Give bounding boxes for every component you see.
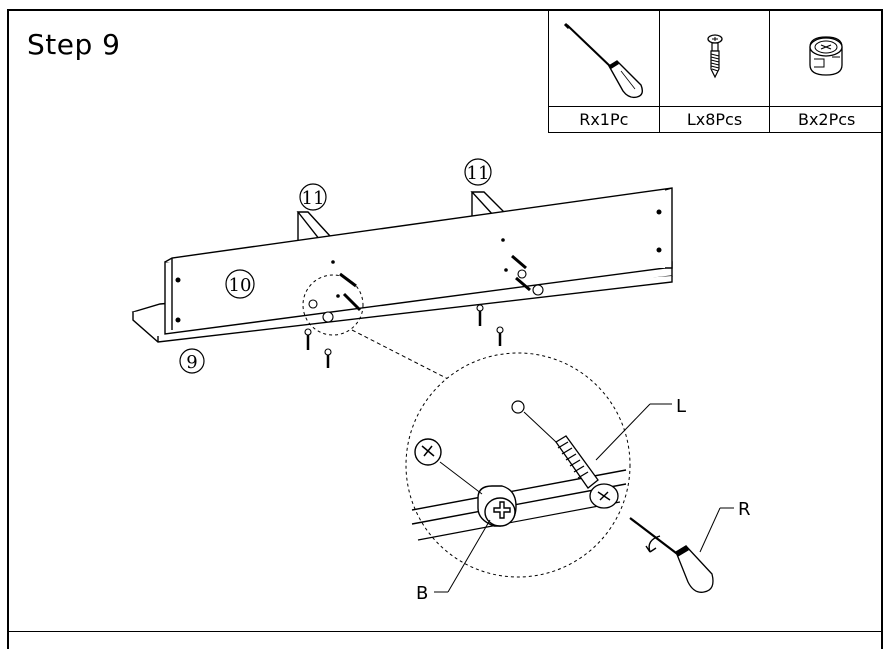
label-panel-9: 9	[186, 352, 197, 373]
screwdriver-detail	[629, 517, 714, 593]
callout-r: R	[738, 499, 751, 520]
bottom-rule	[7, 631, 883, 632]
detail-leader	[351, 329, 451, 381]
label-panel-11-left: 11	[302, 188, 325, 209]
screwdriver-icon	[563, 22, 644, 99]
panel-holes	[175, 209, 662, 323]
label-panel-10: 10	[229, 275, 252, 296]
cam-lock-detail	[477, 485, 517, 527]
screw-detail	[555, 435, 619, 509]
screw-icon	[707, 34, 723, 79]
step-title: Step 9	[27, 28, 121, 61]
callout-l: L	[676, 396, 686, 417]
part-cell-screwdriver: Rx1Pc	[549, 9, 660, 132]
callout-b: B	[416, 583, 428, 604]
part-label-b: Bx2Pcs	[770, 106, 883, 133]
part-cell-cam: Bx2Pcs	[770, 9, 883, 132]
detail-marker-small	[302, 274, 364, 336]
parts-table: Rx1Pc Lx8Pcs Bx2Pcs	[548, 9, 883, 133]
assembly-diagram: 11 11 10 9 L R B	[131, 158, 751, 604]
instruction-sheet	[7, 9, 883, 649]
part-label-l: Lx8Pcs	[659, 106, 770, 133]
back-panel	[164, 187, 673, 335]
cam-lock-icon	[809, 36, 843, 76]
detail-view	[405, 352, 734, 593]
label-panel-11-right: 11	[467, 163, 490, 184]
panel-numbers	[179, 158, 492, 374]
screws-small	[304, 254, 544, 368]
part-cell-screw: Lx8Pcs	[659, 9, 771, 133]
part-label-r: Rx1Pc	[549, 106, 659, 133]
hole-marker	[511, 400, 525, 414]
